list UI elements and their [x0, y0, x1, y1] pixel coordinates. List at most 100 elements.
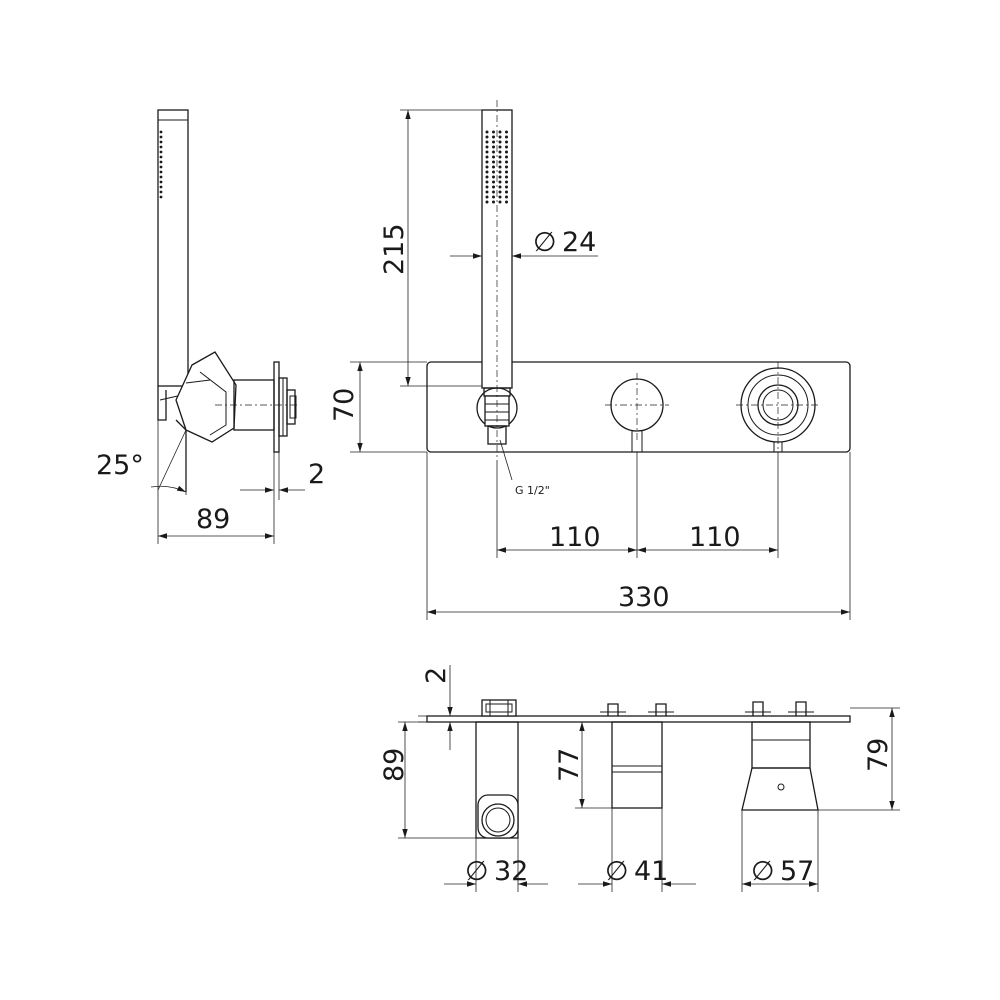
bottom-plate: [426, 715, 851, 723]
nozzle-dot: [485, 190, 489, 194]
side-spray-nozzles: [159, 130, 163, 199]
nozzle-dot: [505, 175, 508, 179]
nozzle-dot: [159, 185, 163, 189]
nozzle-dot: [159, 195, 163, 199]
side-wall-plate: [273, 361, 280, 453]
nozzle-dot: [498, 130, 502, 134]
nozzle-dot: [492, 150, 495, 154]
nozzle-dot: [492, 130, 495, 134]
nozzle-dot: [485, 140, 489, 144]
dim-plate-height: 70: [329, 388, 360, 422]
dim-holder-depth: 89: [379, 748, 410, 782]
side-holder-body: [175, 351, 237, 443]
nozzle-dot: [505, 195, 508, 199]
nozzle-dot: [505, 145, 508, 149]
nozzle-dot: [485, 185, 489, 189]
dim-holder-diameter-symbol: ∅: [465, 856, 489, 887]
side-hose: [175, 419, 187, 492]
dim-handshower-diameter: 24: [562, 227, 596, 258]
nozzle-dot: [505, 155, 508, 159]
nozzle-dot: [505, 185, 508, 189]
dim-side-thickness: 2: [308, 459, 325, 490]
nozzle-dot: [159, 140, 163, 144]
nozzle-dot: [498, 140, 502, 144]
nozzle-dot: [498, 170, 502, 174]
bottom-diverter: [741, 701, 819, 811]
thread-label: G 1/2": [515, 484, 550, 497]
nozzle-dot: [159, 170, 163, 174]
dim-handshower-length: 215: [379, 223, 410, 275]
nozzle-dot: [492, 170, 495, 174]
dim-plate-width: 330: [618, 582, 670, 613]
nozzle-dot: [505, 135, 508, 139]
nozzle-dot: [159, 135, 163, 139]
nozzle-dot: [485, 180, 489, 184]
nozzle-dot: [498, 135, 502, 139]
bottom-view: 2 89 ∅ 32 77 ∅ 41: [379, 665, 900, 892]
nozzle-dot: [492, 190, 495, 194]
nozzle-dot: [159, 130, 163, 134]
dim-bottom-thickness: 2: [421, 667, 452, 684]
nozzle-dot: [159, 175, 163, 179]
nozzle-dot: [159, 155, 163, 159]
nozzle-dot: [485, 200, 489, 204]
nozzle-dot: [485, 155, 489, 159]
dim-valve-diameter-symbol: ∅: [605, 856, 629, 887]
nozzle-dot: [159, 165, 163, 169]
nozzle-dot: [159, 180, 163, 184]
dim-diverter-diameter: 57: [780, 856, 814, 887]
dim-holder-diameter: 32: [494, 856, 528, 887]
nozzle-dot: [498, 155, 502, 159]
nozzle-dot: [492, 155, 495, 159]
nozzle-dot: [485, 160, 489, 164]
dim-valve-diameter: 41: [634, 856, 668, 887]
side-view: 25° 2 89: [96, 109, 325, 544]
nozzle-dot: [498, 190, 502, 194]
nozzle-dot: [498, 175, 502, 179]
bottom-holder: [475, 699, 519, 839]
nozzle-dot: [492, 200, 495, 204]
nozzle-dot: [505, 130, 508, 134]
nozzle-dot: [498, 180, 502, 184]
dim-valve-depth: 77: [554, 748, 585, 782]
nozzle-dot: [505, 170, 508, 174]
side-handshower-body: [157, 109, 189, 387]
nozzle-dot: [505, 160, 508, 164]
dim-handshower-diameter-symbol: ∅: [533, 227, 557, 258]
nozzle-dot: [505, 180, 508, 184]
dim-diverter-diameter-symbol: ∅: [751, 856, 775, 887]
nozzle-dot: [498, 195, 502, 199]
nozzle-dot: [498, 150, 502, 154]
nozzle-dot: [159, 145, 163, 149]
dim-side-depth: 89: [196, 504, 230, 535]
nozzle-dot: [485, 135, 489, 139]
nozzle-dot: [492, 145, 495, 149]
dim-diverter-depth: 79: [863, 738, 894, 772]
nozzle-dot: [492, 160, 495, 164]
nozzle-dot: [505, 165, 508, 169]
nozzle-dot: [485, 130, 489, 134]
front-spray-nozzles: [485, 130, 508, 204]
front-plate: [426, 361, 851, 453]
bottom-valve-body: [611, 721, 663, 809]
nozzle-dot: [492, 165, 495, 169]
nozzle-dot: [485, 150, 489, 154]
nozzle-dot: [485, 145, 489, 149]
dim-spacing-right: 110: [689, 522, 741, 553]
nozzle-dot: [505, 150, 508, 154]
nozzle-dot: [485, 165, 489, 169]
dim-side-angle: 25°: [96, 450, 144, 481]
nozzle-dot: [492, 195, 495, 199]
dim-spacing-left: 110: [549, 522, 601, 553]
nozzle-dot: [485, 170, 489, 174]
front-view: 215 ∅ 24 70 G 1/2" 110 110 330: [329, 100, 851, 620]
nozzle-dot: [505, 200, 508, 204]
nozzle-dot: [498, 160, 502, 164]
nozzle-dot: [492, 135, 495, 139]
nozzle-dot: [498, 185, 502, 189]
nozzle-dot: [485, 175, 489, 179]
nozzle-dot: [498, 165, 502, 169]
nozzle-dot: [159, 150, 163, 154]
nozzle-dot: [492, 180, 495, 184]
